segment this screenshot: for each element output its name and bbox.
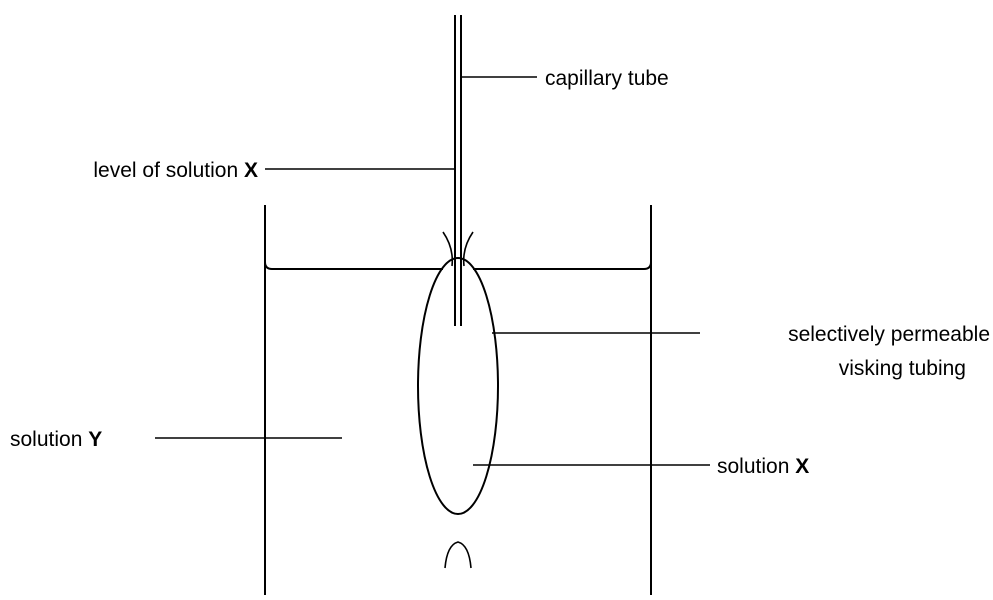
top-tie-right-strand (462, 231, 474, 267)
surface-left (264, 261, 443, 270)
top-tie-left-strand (442, 231, 454, 267)
capillary-tube-label: capillary tube (545, 67, 669, 90)
tubing-label-line2: visking tubing (839, 357, 966, 380)
solution-y-surface (264, 261, 652, 270)
beaker (264, 205, 652, 595)
solution-y-label: solution Y (10, 428, 102, 451)
surface-right (473, 261, 652, 270)
tubing-label-line1: selectively permeable (788, 323, 990, 346)
visking-tubing-bag (417, 257, 499, 515)
bottom-tie (444, 541, 472, 569)
bottom-tie-knot (444, 541, 472, 569)
top-tie (442, 231, 474, 267)
solution-x-label: solution X (717, 455, 809, 478)
capillary-tube (454, 15, 462, 326)
level-of-solution-x-label: level of solution X (93, 159, 258, 182)
